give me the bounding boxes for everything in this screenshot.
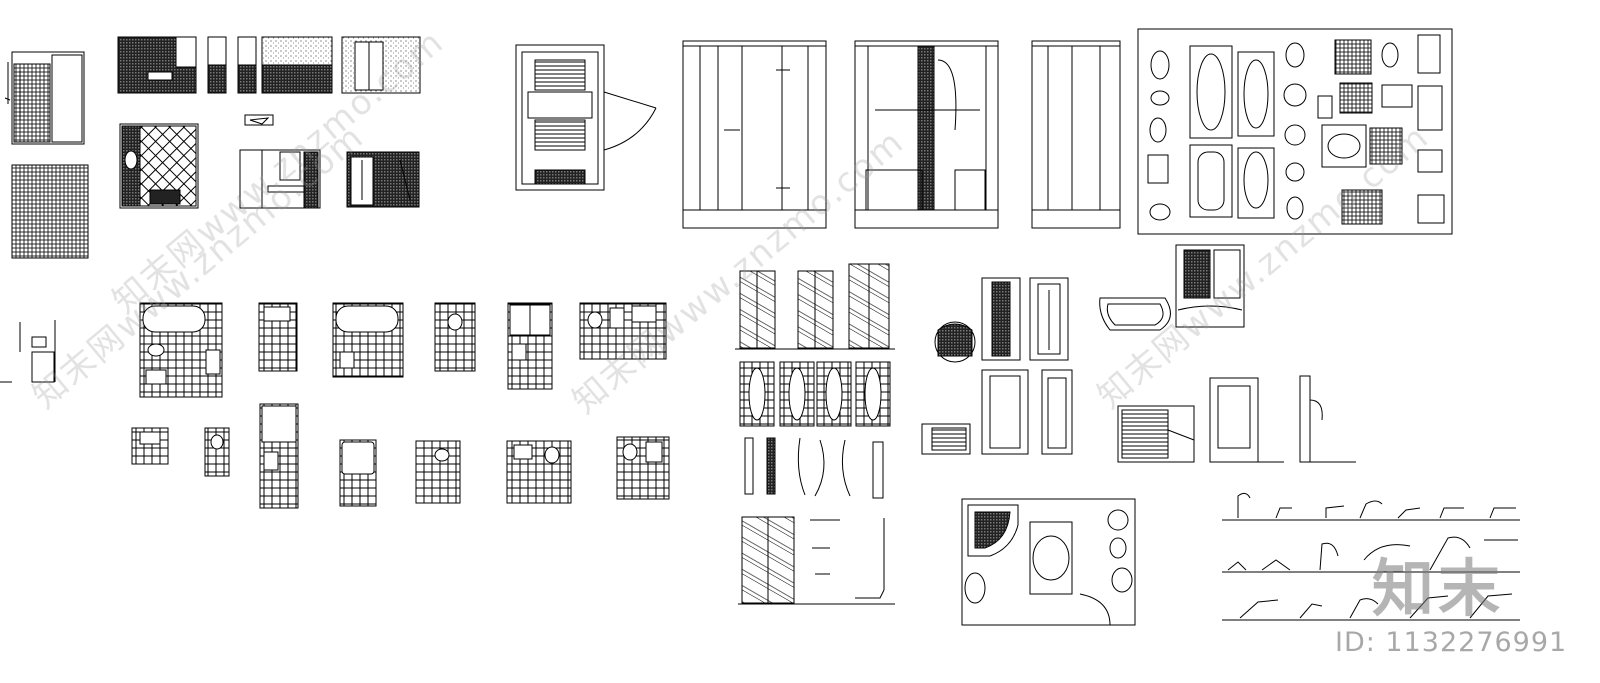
sanitary-ware-catalogue [1137,28,1453,235]
basin-icon [263,306,291,322]
tile-wall-elevation [11,164,89,259]
wc-icon-small [210,434,224,450]
shower-tray-plan [339,439,377,507]
basin-icon-small [139,431,161,445]
shower-plan-tile-1 [507,302,553,390]
massage-tub-plans [739,361,891,427]
bathroom-plan-corner-tub [961,498,1136,626]
shower-enclosure-panel-side [854,40,999,229]
freestanding-tub-and-unit [1099,244,1245,331]
glass-shower-doors [735,263,895,350]
image-id-label: ID: 1132276991 [1335,627,1568,658]
faucet-catalogue [1222,492,1520,621]
shower-plan-tall [259,403,299,509]
steam-room-front-units [981,277,1073,455]
bath-plan-tile-1 [139,302,223,398]
wc-plan-tile-1 [434,302,476,372]
bathroom-plan-tile-3 [506,440,572,504]
bathroom-plan-tile-wide [579,302,667,360]
wc-plan-small [204,427,230,477]
shower-column-parts [744,437,884,499]
corner-shower-tray [934,321,976,363]
shower-room-elevation-small [738,516,895,605]
shower-enclosure-side [1031,40,1121,229]
bathroom-plan-diagonal-tile [119,123,199,209]
bath-plan-tile-2 [332,302,404,378]
steam-shower-plan [515,44,657,191]
bathroom-elevation-strip [117,36,421,94]
bathroom-plan-tile-4 [616,436,670,500]
shower-enclosure-front [682,40,827,229]
shower-room-elevation [346,151,420,208]
bathtub-elevations [1209,375,1356,463]
shower-tray-rectangle [921,423,971,455]
shower-elevation-left [4,51,85,145]
vanity-elevation [239,114,321,209]
accessible-toilet-elevation [0,320,56,383]
wc-plan-tile-2 [415,440,461,504]
bathtub-plan-large [1117,405,1195,463]
brand-logo: 知末 [1372,552,1505,625]
